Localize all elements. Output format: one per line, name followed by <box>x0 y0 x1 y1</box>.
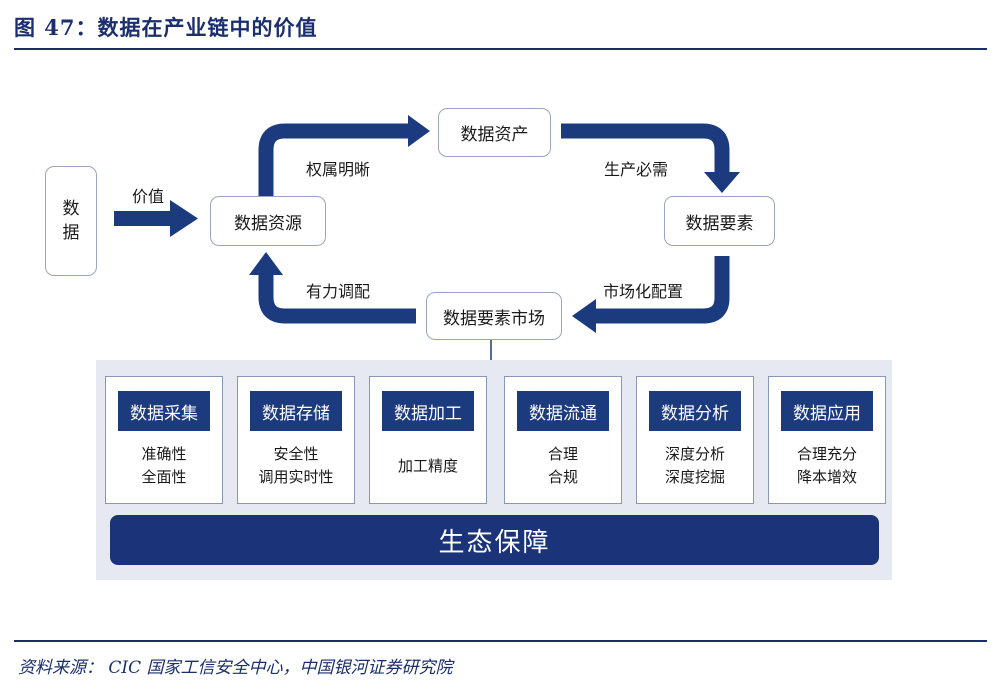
stage-desc: 合理充分 降本增效 <box>769 443 885 489</box>
stage-title: 数据采集 <box>118 391 210 431</box>
edge-label-market-allocation: 市场化配置 <box>603 282 684 301</box>
stage-card-processing: 数据加工 加工精度 <box>369 376 487 504</box>
node-data-element: 数据要素 <box>664 196 775 246</box>
node-data-resource: 数据资源 <box>210 196 326 246</box>
stage-card-application: 数据应用 合理充分 降本增效 <box>768 376 886 504</box>
stage-desc-line: 安全性 <box>273 445 319 463</box>
stage-desc: 深度分析 深度挖掘 <box>637 443 753 489</box>
stage-desc-line: 全面性 <box>141 468 187 486</box>
ownership-arrow <box>258 115 430 196</box>
stage-desc-line: 调用实时性 <box>258 468 334 486</box>
stage-card-storage: 数据存储 安全性 调用实时性 <box>237 376 355 504</box>
stage-title: 数据流通 <box>517 391 609 431</box>
stage-desc: 合理 合规 <box>505 443 621 489</box>
production-arrow <box>561 123 740 193</box>
stage-title: 数据存储 <box>250 391 342 431</box>
stage-desc: 准确性 全面性 <box>106 443 222 489</box>
edge-label-clear-ownership: 权属明晰 <box>306 160 371 179</box>
stage-desc-line: 准确性 <box>141 445 187 463</box>
stage-desc-line: 合理充分 <box>796 445 857 463</box>
stage-card-circulation: 数据流通 合理 合规 <box>504 376 622 504</box>
stage-title: 数据分析 <box>649 391 741 431</box>
stage-desc-line: 深度挖掘 <box>664 468 725 486</box>
node-data-element-market: 数据要素市场 <box>426 292 562 340</box>
node-data: 数 据 <box>45 166 97 276</box>
stage-desc-line: 深度分析 <box>664 445 725 463</box>
stage-title: 数据加工 <box>382 391 474 431</box>
node-data-asset: 数据资产 <box>438 108 551 157</box>
regulation-arrow <box>249 252 416 324</box>
stage-desc-line: 合理 <box>547 445 578 463</box>
stage-card-analysis: 数据分析 深度分析 深度挖掘 <box>636 376 754 504</box>
stage-title: 数据应用 <box>781 391 873 431</box>
stage-desc: 加工精度 <box>370 455 486 478</box>
ecosystem-guarantee-bar: 生态保障 <box>110 515 879 565</box>
market-arrow <box>572 256 730 333</box>
stage-card-collection: 数据采集 准确性 全面性 <box>105 376 223 504</box>
stage-desc-line: 加工精度 <box>397 457 458 475</box>
source-note: 资料来源： CIC 国家工信安全中心，中国银河证券研究院 <box>18 658 453 678</box>
top-rule <box>14 48 987 50</box>
bottom-rule <box>14 640 987 642</box>
stage-desc: 安全性 调用实时性 <box>238 443 354 489</box>
value-arrow <box>114 200 198 237</box>
figure-title: 图 47：数据在产业链中的价值 <box>14 15 318 40</box>
edge-label-effective-regulation: 有力调配 <box>306 282 371 301</box>
edge-label-production-need: 生产必需 <box>604 160 669 179</box>
stage-desc-line: 合规 <box>547 468 578 486</box>
stage-desc-line: 降本增效 <box>796 468 857 486</box>
edge-label-value: 价值 <box>132 187 165 206</box>
